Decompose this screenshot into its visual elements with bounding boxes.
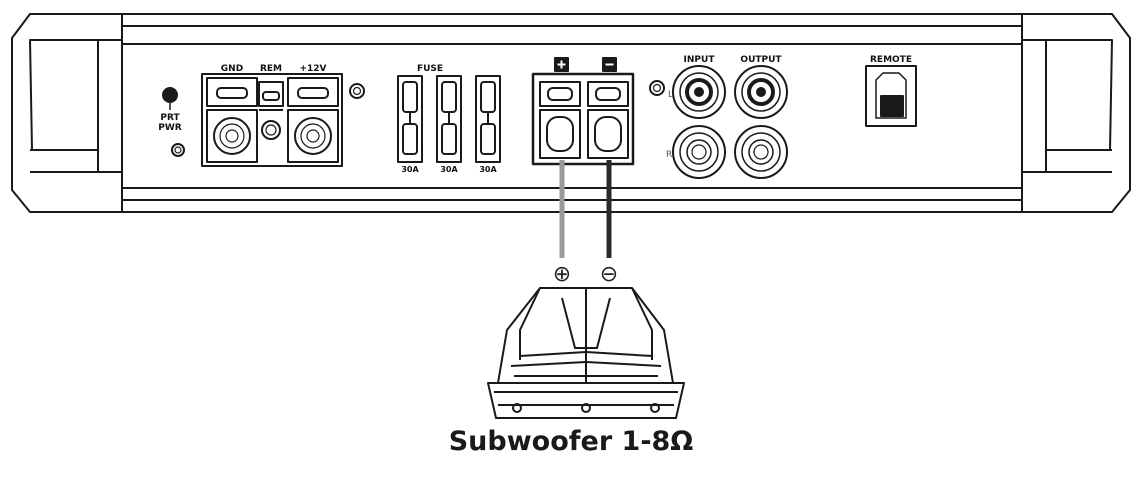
output-label: OUTPUT: [740, 55, 782, 65]
input-rca-left: [672, 65, 726, 119]
output-rca-right: [734, 125, 788, 179]
speaker-terminal-block: [531, 72, 635, 166]
screw-icon: [349, 83, 365, 99]
prt-label: PRT: [160, 113, 180, 123]
gnd-label: GND: [221, 64, 243, 74]
subwoofer-icon: [487, 287, 685, 419]
remote-label: REMOTE: [870, 55, 912, 65]
fuse-2: [436, 75, 462, 163]
positive-terminal-icon: [554, 57, 569, 72]
output-rca-left: [734, 65, 788, 119]
speaker-minus-label: ⊖: [600, 262, 618, 287]
fuse-3: [475, 75, 501, 163]
rem-label: REM: [260, 64, 282, 74]
pwr-label: PWR: [158, 123, 182, 133]
amplifier-chassis: [121, 13, 1023, 213]
fuse-label: FUSE: [417, 64, 443, 74]
left-channel-label: L: [668, 90, 673, 100]
fuse-rating-3: 30A: [479, 165, 497, 174]
input-rca-right: [672, 125, 726, 179]
power-terminal-block: [201, 73, 343, 167]
remote-port: [865, 65, 917, 127]
subwoofer-caption: Subwoofer 1-8Ω: [448, 426, 694, 457]
fuse-rating-2: 30A: [440, 165, 458, 174]
prt-pwr-led: [162, 87, 185, 157]
negative-terminal-icon: [602, 57, 617, 72]
right-channel-label: R: [666, 150, 672, 160]
right-end-cap: [1021, 13, 1131, 213]
fuse-rating-1: 30A: [401, 165, 419, 174]
fuse-1: [397, 75, 423, 163]
speaker-plus-label: ⊕: [553, 262, 571, 287]
input-label: INPUT: [684, 55, 716, 65]
left-end-cap: [11, 13, 123, 213]
screw-icon: [649, 80, 665, 96]
plus12v-label: +12V: [299, 64, 326, 74]
